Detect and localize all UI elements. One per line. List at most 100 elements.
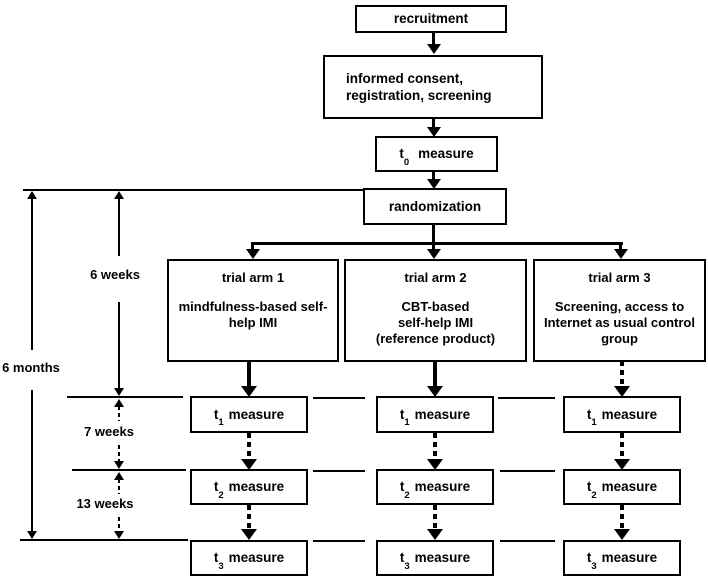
seven-weeks-arrow-bottom-head <box>114 461 124 469</box>
trial-arm-1-title: trial arm 1 <box>221 270 285 285</box>
arrow-t1-to-t2-arm3-shaft <box>620 433 624 460</box>
t3-row-line-mid2 <box>500 540 555 542</box>
branch-line <box>252 242 623 245</box>
trial-arm-3-box: trial arm 3 Screening, access to Interne… <box>533 259 706 362</box>
six-weeks-label: 6 weeks <box>86 267 144 283</box>
t1-row-line-left <box>67 396 183 398</box>
six-months-arrow-shaft-upper <box>31 197 33 350</box>
seven-weeks-label: 7 weeks <box>79 424 139 440</box>
t2-measure-label: t2measure <box>399 479 471 501</box>
trial-arm-1-box: trial arm 1 mindfulness-based self- help… <box>167 259 339 362</box>
t2-measure-box-arm1: t2measure <box>190 469 308 505</box>
t2-measure-box-arm3: t2measure <box>563 469 681 505</box>
t2-row-line-mid2 <box>500 470 555 472</box>
thirteen-weeks-arrow-top-head <box>114 472 124 480</box>
arrow-t2-to-t3-arm3-head <box>614 529 630 540</box>
trial-arm-2-desc-line2: self-help IMI <box>397 315 474 330</box>
trial-arm-3-title: trial arm 3 <box>588 270 651 285</box>
arrow-recruitment-to-consent-shaft <box>432 33 435 45</box>
arrow-arm3-to-t1-dashed-shaft <box>620 361 624 387</box>
arrow-t0-to-randomization-head <box>427 179 441 189</box>
seven-weeks-arrow-shaft-lower <box>118 445 120 462</box>
arrow-branch-to-arm1-head <box>246 249 260 259</box>
six-months-arrow-top-head <box>27 191 37 199</box>
trial-arm-1-desc-line1: mindfulness-based self- <box>178 299 328 314</box>
consent-box: informed consent, registration, screenin… <box>323 55 543 119</box>
t3-measure-box-arm2: t3measure <box>376 540 494 576</box>
trial-arm-3-desc-line2: Internet as usual control <box>544 315 695 330</box>
arrow-t2-to-t3-arm2-shaft <box>433 505 437 530</box>
thirteen-weeks-label: 13 weeks <box>72 496 138 512</box>
six-months-label: 6 months <box>0 360 62 376</box>
t2-measure-label: t2measure <box>213 479 285 501</box>
thirteen-weeks-arrow-shaft-lower <box>118 517 120 532</box>
arrow-arm1-to-t1-head <box>241 386 257 397</box>
t1-measure-label: t1measure <box>213 406 285 429</box>
arrow-t1-to-t2-arm1-head <box>241 459 257 470</box>
trial-arm-3-desc-line1: Screening, access to <box>554 299 685 314</box>
trial-arm-2-title: trial arm 2 <box>404 270 467 285</box>
consent-line2: registration, screening <box>346 88 492 103</box>
arrow-consent-to-t0-head <box>427 127 441 137</box>
t1-measure-box-arm2: t1measure <box>376 396 494 433</box>
randomization-label: randomization <box>388 198 482 214</box>
arrow-t0-to-randomization-shaft <box>432 172 435 180</box>
arrow-t2-to-t3-arm2-head <box>427 529 443 540</box>
t1-measure-label: t1measure <box>399 406 471 429</box>
t3-measure-box-arm3: t3measure <box>563 540 681 576</box>
t1-measure-label: t1measure <box>586 406 658 429</box>
t2-measure-box-arm2: t2measure <box>376 469 494 505</box>
t1-measure-box-arm3: t1measure <box>563 396 681 433</box>
t3-measure-label: t3measure <box>399 550 471 572</box>
consent-line1: informed consent, <box>346 71 464 86</box>
arrow-branch-to-arm2-shaft <box>432 244 435 251</box>
trial-arm-1-desc-line2: help IMI <box>228 315 278 330</box>
arrow-t2-to-t3-arm1-head <box>241 529 257 540</box>
six-months-arrow-shaft-lower <box>31 390 33 532</box>
recruitment-box: recruitment <box>355 5 507 33</box>
seven-weeks-arrow-top-head <box>114 399 124 407</box>
t1-measure-box-arm1: t1measure <box>190 396 308 433</box>
seven-weeks-arrow-shaft-upper <box>118 406 120 421</box>
randomization-box: randomization <box>363 188 507 225</box>
t1-row-line-mid1 <box>313 397 365 399</box>
arrow-branch-to-arm2-head <box>427 249 441 259</box>
t3-measure-label: t3measure <box>586 550 658 572</box>
arrow-branch-to-arm3-head <box>614 249 628 259</box>
t1-row-line-mid2 <box>498 397 555 399</box>
arrow-t1-to-t2-arm3-head <box>614 459 630 470</box>
arrow-t1-to-t2-arm2-shaft <box>433 433 437 460</box>
six-months-arrow-bottom-head <box>27 531 37 539</box>
t0-measure-label: t0measure <box>399 146 474 168</box>
randomization-baseline <box>23 189 363 191</box>
six-weeks-arrow-top-head <box>114 191 124 199</box>
t2-row-line-left <box>72 469 186 471</box>
arrow-t1-to-t2-arm2-head <box>427 459 443 470</box>
t3-row-line-left <box>20 539 188 541</box>
t3-measure-box-arm1: t3measure <box>190 540 308 576</box>
arrow-arm1-to-t1-shaft <box>247 362 251 388</box>
t2-measure-label: t2measure <box>586 479 658 501</box>
trial-arm-3-desc-line3: group <box>601 331 638 346</box>
branch-stem <box>432 225 435 244</box>
t2-row-line-mid1 <box>313 470 365 472</box>
arrow-t1-to-t2-arm1-shaft <box>247 433 251 460</box>
arrow-branch-to-arm3-shaft <box>619 242 622 251</box>
arrow-arm2-to-t1-head <box>427 386 443 397</box>
recruitment-label: recruitment <box>393 11 469 26</box>
arrow-t2-to-t3-arm3-shaft <box>620 505 624 530</box>
six-weeks-arrow-shaft-lower <box>118 302 120 389</box>
thirteen-weeks-arrow-shaft-upper <box>118 479 120 494</box>
arrow-consent-to-t0-shaft <box>432 119 435 128</box>
arrow-arm2-to-t1-shaft <box>433 362 437 388</box>
six-weeks-arrow-shaft-upper <box>118 197 120 256</box>
t3-row-line-mid1 <box>313 540 365 542</box>
t0-measure-box: t0measure <box>375 136 498 172</box>
t3-measure-label: t3measure <box>213 550 285 572</box>
arrow-arm3-to-t1-head <box>614 386 630 397</box>
trial-arm-2-box: trial arm 2 CBT-based self-help IMI (ref… <box>344 259 527 362</box>
trial-arm-2-desc-line3: (reference product) <box>375 331 496 346</box>
arrow-t2-to-t3-arm1-shaft <box>247 505 251 530</box>
thirteen-weeks-arrow-bottom-head <box>114 531 124 539</box>
